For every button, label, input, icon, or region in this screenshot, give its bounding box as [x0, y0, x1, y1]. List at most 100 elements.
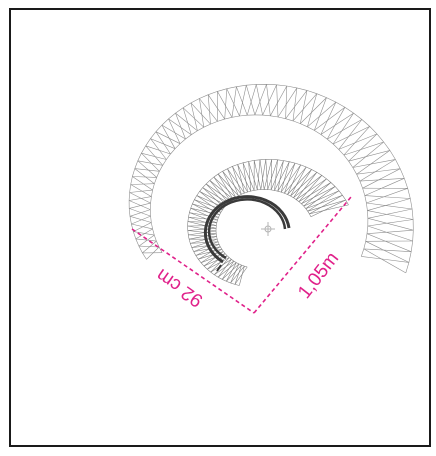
inner-spiral-step	[187, 221, 217, 224]
inner-spiral-step	[284, 166, 307, 194]
inner-spiral-step	[305, 195, 343, 209]
outer-spiral-step	[134, 168, 155, 184]
outer-spiral-step	[129, 209, 151, 217]
inner-spiral-step	[303, 182, 332, 207]
inner-spiral-step	[301, 178, 327, 204]
outer-spiral-step	[343, 126, 370, 156]
outer-spiral-step	[130, 184, 152, 197]
inner-spiral-step	[301, 186, 336, 205]
outer-spiral-step	[366, 188, 408, 204]
handrail	[203, 195, 291, 272]
outer-spiral-step	[270, 85, 288, 116]
outer-spiral-step	[190, 102, 211, 125]
outer-spiral-step	[145, 145, 163, 166]
inner-spiral-step	[284, 163, 296, 194]
outer-spiral-step	[266, 84, 271, 116]
handrail-end-stub	[216, 264, 222, 272]
outer-spiral-step	[129, 208, 151, 217]
inner-spiral-step	[307, 199, 346, 212]
outer-spiral-step	[138, 245, 160, 248]
inner-spiral-step	[248, 161, 258, 190]
inner-spiral-step	[298, 175, 323, 202]
inner-spiral-step	[239, 266, 245, 286]
inner-spiral-step	[230, 263, 240, 284]
outer-spiral-step	[141, 152, 167, 160]
inner-spiral-step	[310, 199, 346, 217]
outer-spiral-step	[364, 178, 405, 196]
outer-spiral-step	[367, 219, 414, 227]
outer-spiral-step	[356, 168, 401, 175]
outer-spiral-step	[366, 233, 412, 252]
outer-spiral-step	[364, 195, 411, 199]
outer-spiral-step	[292, 93, 318, 122]
inner-spiral-step	[270, 160, 284, 191]
inner-spiral-step	[195, 244, 220, 256]
outer-spiral-step	[231, 86, 237, 118]
outer-spiral-step	[352, 141, 384, 168]
handrail-outer-ring	[203, 195, 291, 264]
inner-spiral-step	[298, 182, 332, 202]
inner-spiral-step	[193, 241, 219, 252]
outer-spiral-step	[320, 112, 354, 135]
outer-spiral-step	[129, 202, 151, 209]
inner-spiral-step	[209, 180, 229, 204]
inner-spiral-step	[188, 234, 217, 237]
outer-spiral-step	[239, 85, 247, 117]
outer-spiral-step	[361, 256, 409, 263]
outer-spiral-step	[135, 238, 157, 242]
inner-spiral-step	[290, 172, 317, 197]
inner-spiral-step	[309, 195, 343, 215]
outer-spiral-step	[132, 176, 157, 178]
inner-spiral-step	[267, 159, 278, 190]
outer-spiral-step	[182, 107, 205, 128]
outer-spiral-step	[365, 241, 410, 263]
outer-spiral-step	[155, 131, 171, 155]
dimension-line-92cm	[131, 228, 255, 314]
outer-spiral-inner-edge	[149, 114, 369, 257]
inner-spiral-step	[191, 244, 220, 248]
outer-spiral-step	[142, 240, 157, 254]
outer-spiral-step	[338, 119, 363, 150]
outer-spiral-step	[307, 93, 318, 127]
outer-spiral-step	[224, 88, 228, 120]
outer-spiral-step	[133, 222, 152, 232]
inner-spiral-step	[222, 263, 240, 280]
outer-spiral-step	[175, 112, 186, 140]
outer-spiral-step	[367, 225, 413, 242]
inner-spiral-step	[293, 169, 312, 198]
inner-spiral-step	[303, 190, 340, 207]
center-post-icon	[261, 222, 275, 236]
outer-spiral-step	[254, 84, 267, 116]
outer-spiral-step	[137, 160, 157, 178]
outer-spiral-step	[367, 198, 411, 211]
outer-spiral-step	[207, 94, 225, 120]
outer-spiral-step	[161, 124, 176, 149]
outer-spiral-step	[367, 208, 413, 219]
outer-spiral-step	[129, 189, 153, 193]
inner-spiral-step	[214, 257, 230, 275]
outer-spiral-step	[150, 138, 167, 160]
inner-spiral-step	[277, 162, 296, 192]
outer-spiral-step	[362, 168, 401, 189]
inner-spiral-step	[222, 171, 236, 198]
outer-spiral-step	[182, 107, 192, 135]
inner-spiral-step	[234, 266, 248, 285]
inner-spiral-step	[296, 178, 327, 200]
outer-spiral-step	[348, 150, 390, 162]
handrail-inner-ring	[207, 198, 287, 260]
outer-spiral-step	[320, 101, 337, 135]
inner-spiral-step	[257, 159, 261, 190]
outer-spiral-step	[199, 98, 205, 128]
inner-spiral-step	[232, 166, 248, 193]
inner-spiral-step	[259, 159, 265, 190]
inner-spiral-step	[202, 187, 229, 204]
inner-spiral-step	[230, 265, 245, 284]
outer-spiral-step	[128, 200, 151, 210]
outer-spiral-step	[131, 215, 151, 225]
outer-spiral-step	[363, 248, 412, 252]
inner-spiral-steps	[187, 159, 349, 286]
outer-spiral-step	[131, 223, 153, 230]
inner-spiral-step	[242, 162, 248, 193]
inner-spiral-step	[305, 186, 336, 209]
